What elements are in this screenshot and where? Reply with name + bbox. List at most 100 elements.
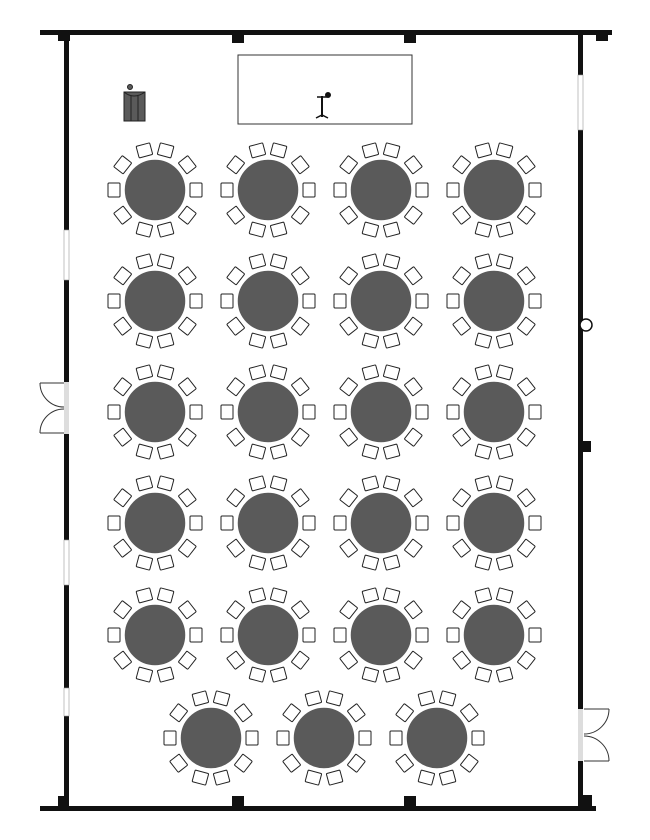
round-table (446, 587, 542, 683)
walls (40, 30, 612, 811)
table-top (123, 380, 187, 444)
chair (326, 690, 344, 707)
chair (517, 377, 536, 397)
table-top (236, 158, 300, 222)
chair (361, 253, 379, 270)
chair (113, 316, 132, 336)
chair (220, 404, 234, 420)
pillar (232, 796, 244, 807)
chair (446, 293, 460, 309)
chair (496, 666, 514, 683)
chair (291, 538, 310, 558)
chair (291, 155, 310, 175)
chair (496, 554, 514, 571)
chair (291, 427, 310, 447)
round-table (107, 142, 203, 238)
chair (135, 475, 153, 492)
table-top (292, 706, 356, 770)
chair (270, 221, 288, 238)
chair (339, 650, 358, 670)
chair (517, 266, 536, 286)
chair (452, 488, 471, 508)
chair (113, 266, 132, 286)
chair (417, 690, 435, 707)
table-top (349, 603, 413, 667)
chair (383, 666, 401, 683)
chair (226, 377, 245, 397)
chair (517, 155, 536, 175)
chair (220, 627, 234, 643)
chair (528, 182, 542, 198)
table-top (236, 269, 300, 333)
chair (460, 703, 479, 723)
chair (248, 142, 266, 159)
chair (189, 404, 203, 420)
chair (245, 730, 259, 746)
round-table (333, 587, 429, 683)
table-top (349, 380, 413, 444)
round-table (333, 475, 429, 571)
chair (270, 253, 288, 270)
left-window (63, 539, 70, 586)
chair (291, 650, 310, 670)
chair (135, 253, 153, 270)
table-top (123, 269, 187, 333)
chair (282, 753, 301, 773)
chair (452, 377, 471, 397)
top-wall (40, 30, 612, 35)
chair (213, 769, 231, 786)
chair (361, 475, 379, 492)
chair (178, 538, 197, 558)
chair (302, 182, 316, 198)
chair (113, 650, 132, 670)
chair (361, 332, 379, 349)
round-table (446, 253, 542, 349)
chair (270, 142, 288, 159)
chair (446, 182, 460, 198)
chair (248, 364, 266, 381)
chair (178, 650, 197, 670)
chair (157, 554, 175, 571)
chair (226, 600, 245, 620)
chair (178, 205, 197, 225)
left-window (63, 687, 70, 717)
chair (248, 475, 266, 492)
chair (452, 316, 471, 336)
chair (496, 587, 514, 604)
right-double-door[interactable] (583, 708, 610, 762)
chair (452, 538, 471, 558)
chair (404, 377, 423, 397)
chair (404, 650, 423, 670)
table-top (405, 706, 469, 770)
round-table (220, 253, 316, 349)
table-top (349, 158, 413, 222)
chair (517, 205, 536, 225)
chair (383, 221, 401, 238)
chair (339, 205, 358, 225)
chair (226, 155, 245, 175)
table-top (123, 491, 187, 555)
chair (135, 332, 153, 349)
chair (107, 515, 121, 531)
chair (291, 600, 310, 620)
chair (178, 600, 197, 620)
chair (270, 443, 288, 460)
chair (291, 316, 310, 336)
round-table (220, 142, 316, 238)
chair (383, 475, 401, 492)
left-double-door[interactable] (39, 382, 65, 434)
chair (347, 753, 366, 773)
chair (107, 627, 121, 643)
chair (333, 515, 347, 531)
microphone-stand-icon (315, 92, 331, 119)
chair (226, 488, 245, 508)
chair (415, 627, 429, 643)
chair (178, 427, 197, 447)
chair (404, 488, 423, 508)
chair (304, 769, 322, 786)
chair (333, 404, 347, 420)
table-top (123, 603, 187, 667)
round-table (107, 587, 203, 683)
chair (383, 587, 401, 604)
chair (113, 377, 132, 397)
